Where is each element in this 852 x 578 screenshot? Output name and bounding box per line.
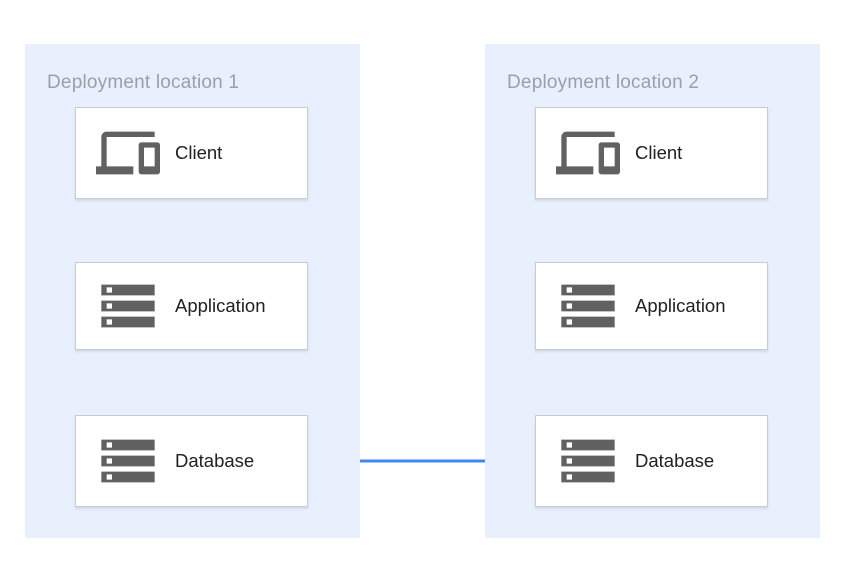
node-application-2: Application [535,262,768,350]
node-database-2: Database [535,415,768,507]
node-client-1: Client [75,107,308,199]
node-application-1: Application [75,262,308,350]
server-stack-icon [556,429,620,493]
node-label: Client [175,142,223,163]
server-stack-icon [96,274,160,338]
node-label: Application [635,295,726,316]
server-stack-icon [96,429,160,493]
node-label: Application [175,295,266,316]
node-label: Database [175,450,255,471]
deployment-location-2-panel: Deployment location 2 Client Application [485,44,820,538]
devices-icon [96,121,160,185]
panel-title: Deployment location 1 [47,72,240,93]
node-database-1: Database [75,415,308,507]
panel-title: Deployment location 2 [507,72,700,93]
devices-icon [556,121,620,185]
server-stack-icon [556,274,620,338]
node-label: Client [635,142,683,163]
deployment-location-1-panel: Deployment location 1 Client Application [25,44,360,538]
node-label: Database [635,450,715,471]
node-client-2: Client [535,107,768,199]
